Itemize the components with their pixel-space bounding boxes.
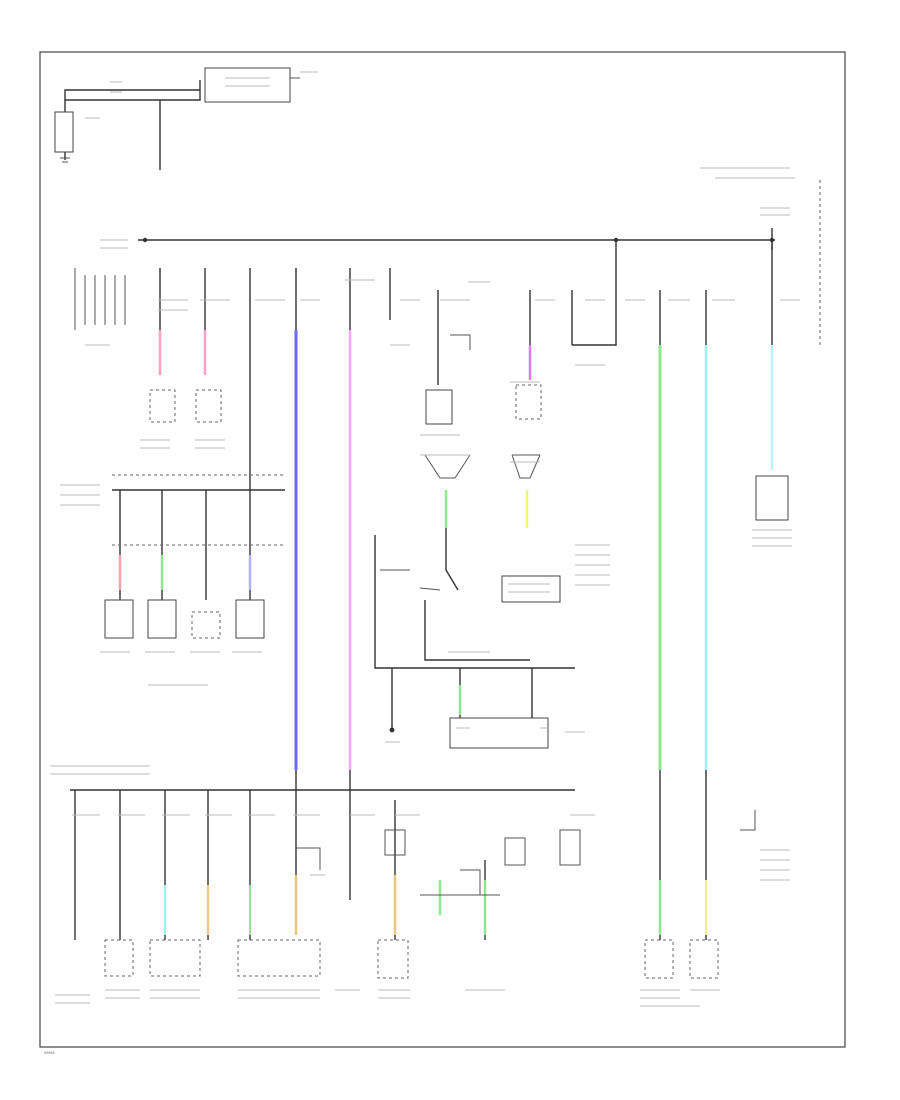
battery-symbol <box>54 111 74 153</box>
upper-components <box>149 384 789 521</box>
component-right-box <box>755 475 789 521</box>
colored-wires-upper <box>158 330 774 770</box>
upper-fuse-row <box>74 240 773 490</box>
faint-label-marks <box>50 71 800 1007</box>
control-module-box <box>501 575 561 603</box>
starter-box <box>204 67 291 103</box>
battery-section <box>54 67 300 170</box>
diagram-frame <box>39 51 846 1048</box>
colored-wires-lower <box>163 875 707 935</box>
left-sub-bus <box>104 474 285 639</box>
center-control-section <box>374 454 575 749</box>
figure-code: 50665 <box>44 1051 55 1055</box>
lower-bus <box>70 770 756 940</box>
main-bus <box>138 180 821 345</box>
lower-components <box>104 869 719 979</box>
